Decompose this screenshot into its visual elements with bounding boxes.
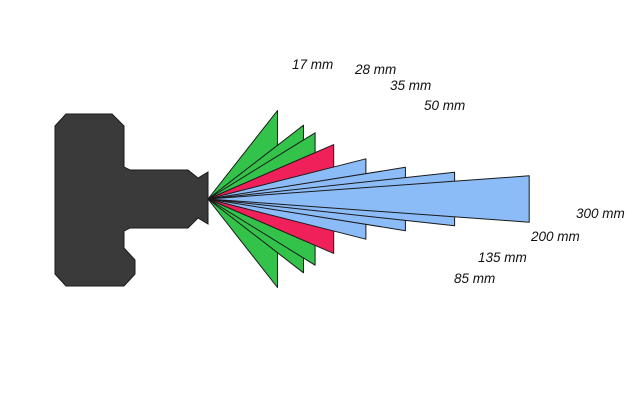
lens-label-300mm: 300 mm	[576, 206, 625, 221]
lens-label-135mm: 135 mm	[478, 250, 527, 265]
camera-icon	[54, 113, 209, 287]
fov-wedges	[207, 110, 530, 288]
lens-label-28mm: 28 mm	[354, 62, 396, 77]
lens-label-50mm: 50 mm	[424, 98, 465, 113]
lens-label-200mm: 200 mm	[530, 229, 580, 244]
lens-label-35mm: 35 mm	[390, 78, 431, 93]
lens-label-17mm: 17 mm	[292, 57, 333, 72]
camera-body	[54, 113, 209, 287]
lens-label-85mm: 85 mm	[454, 271, 495, 286]
fov-wedge-300mm	[207, 175, 530, 223]
